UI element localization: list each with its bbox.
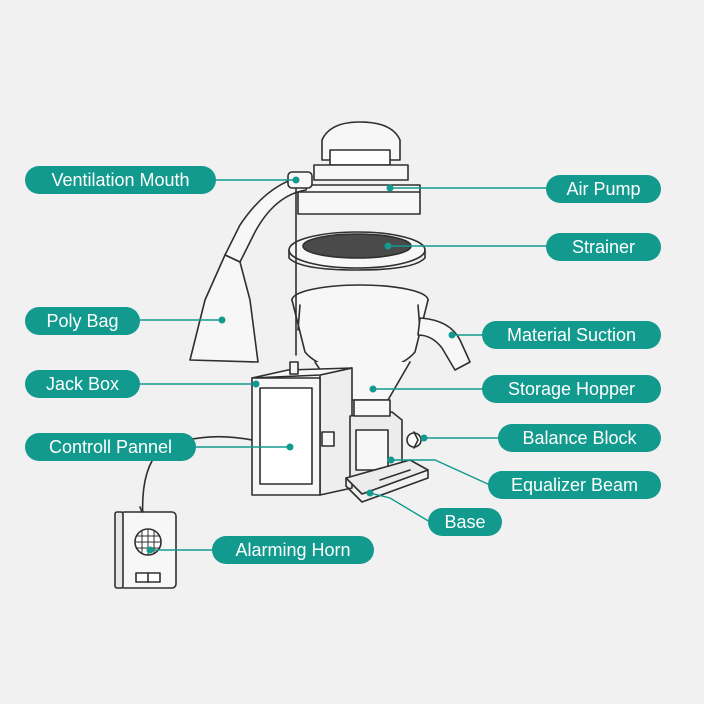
controller-top bbox=[251, 367, 353, 379]
anchor-equalizer-beam bbox=[387, 456, 395, 464]
anchor-balance-block bbox=[420, 434, 428, 442]
anchor-air-pump bbox=[386, 184, 394, 192]
label-balance-block: Balance Block bbox=[498, 424, 661, 452]
air-pump-lid bbox=[297, 184, 421, 215]
label-ventilation-mouth: Ventilation Mouth bbox=[25, 166, 216, 194]
air-pump-body bbox=[313, 164, 409, 181]
anchor-strainer bbox=[384, 242, 392, 250]
anchor-base bbox=[366, 489, 374, 497]
label-storage-hopper: Storage Hopper bbox=[482, 375, 661, 403]
label-strainer: Strainer bbox=[546, 233, 661, 261]
anchor-material-suction bbox=[448, 331, 456, 339]
label-poly-bag: Poly Bag bbox=[25, 307, 140, 335]
label-controll-pannel: Controll Pannel bbox=[25, 433, 196, 461]
poly-bag bbox=[189, 254, 259, 363]
anchor-controll-pannel bbox=[286, 443, 294, 451]
anchor-storage-hopper bbox=[369, 385, 377, 393]
anchor-ventilation-mouth bbox=[292, 176, 300, 184]
label-material-suction: Material Suction bbox=[482, 321, 661, 349]
label-jack-box: Jack Box bbox=[25, 370, 140, 398]
anchor-jack-box bbox=[252, 380, 260, 388]
label-base: Base bbox=[428, 508, 502, 536]
suction-tube bbox=[417, 317, 471, 371]
air-pump-window bbox=[329, 149, 391, 166]
label-equalizer-beam: Equalizer Beam bbox=[488, 471, 661, 499]
leader-base bbox=[369, 492, 431, 523]
hopper-bowl bbox=[291, 299, 429, 373]
storage-neck bbox=[353, 399, 391, 417]
label-alarming-horn: Alarming Horn bbox=[212, 536, 374, 564]
anchor-poly-bag bbox=[218, 316, 226, 324]
leader-equalizer-beam bbox=[391, 459, 491, 486]
anchor-alarming-horn bbox=[146, 546, 154, 554]
label-air-pump: Air Pump bbox=[546, 175, 661, 203]
